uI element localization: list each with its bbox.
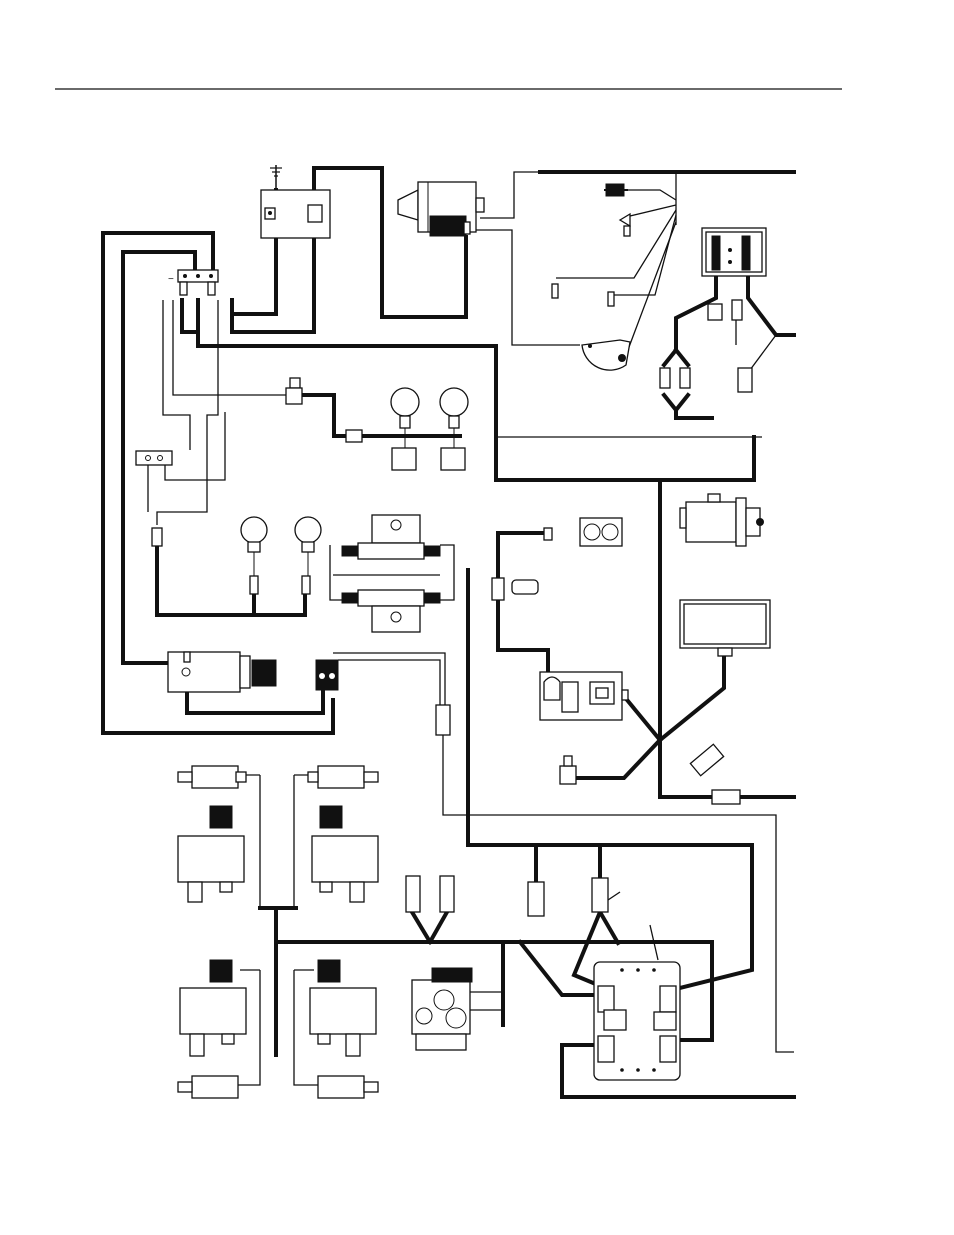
ground-symbol-icon [270, 165, 282, 190]
proportional-valve-2-icon [308, 766, 378, 902]
proportional-valve-1-icon [178, 766, 246, 902]
switch-block [136, 451, 172, 465]
starter-motor-icon [398, 182, 484, 236]
pressure-switch-connector [436, 705, 450, 735]
horn-connector [346, 430, 362, 442]
light-1-icon [241, 517, 267, 594]
hydraulic-manifold-icon [412, 968, 472, 1050]
horn-1-icon [391, 388, 419, 470]
relay-connectors [660, 368, 690, 388]
alternator-sensor-icon [552, 184, 630, 306]
solenoid-valve-upper [342, 515, 440, 559]
ecu-controller-icon [594, 962, 680, 1080]
receptacle-panel-icon [540, 672, 628, 720]
proportional-valve-3-icon [178, 960, 246, 1098]
battery-terminal-block: − [168, 270, 218, 295]
polarity-mark: − [168, 274, 174, 285]
pressure-switch [316, 660, 338, 690]
control-box [680, 600, 770, 656]
alternator-icon [582, 340, 630, 370]
outlet-connector [492, 578, 538, 600]
switch-connector [152, 528, 162, 546]
bus-connectors [406, 876, 608, 916]
horn-2-icon [440, 388, 468, 470]
ground-terminal-block [261, 190, 330, 238]
solenoid-valve-lower [342, 590, 440, 632]
single-outlet-icon [560, 756, 576, 784]
proportional-valve-4-icon [310, 960, 378, 1098]
generator-icon [680, 494, 764, 546]
light-2-icon [295, 517, 321, 594]
pump-motor-icon [168, 652, 276, 692]
flasher-relay [286, 378, 302, 404]
duplex-outlet-icon [544, 518, 622, 546]
